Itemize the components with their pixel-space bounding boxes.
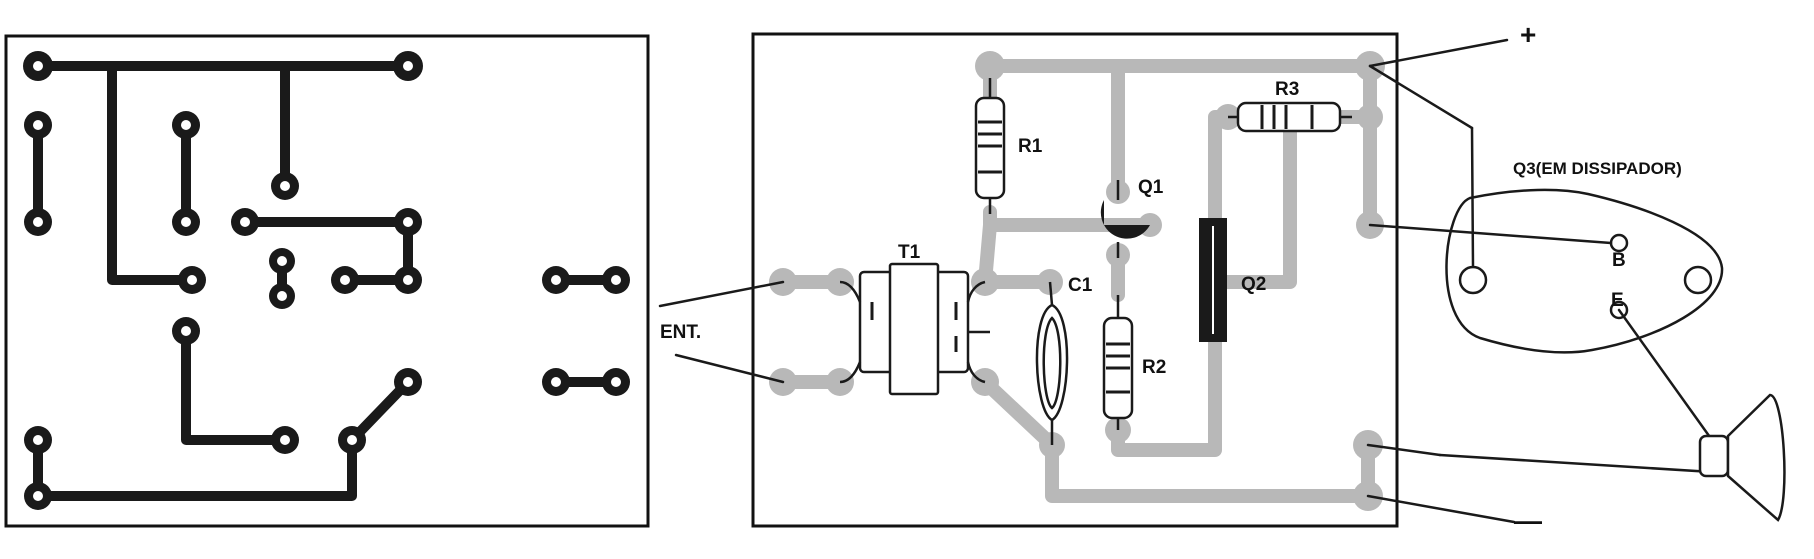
q1-label: Q1 <box>1138 177 1164 198</box>
q3-label: Q3(EM DISSIPADOR) <box>1513 159 1682 178</box>
resistor-r2 <box>1102 295 1134 430</box>
input-wiring <box>658 280 785 384</box>
t1-label: T1 <box>898 242 921 263</box>
transistor-q2 <box>1199 218 1227 342</box>
transformer-t1 <box>839 262 990 396</box>
pad <box>602 266 630 294</box>
input-label: ENT. <box>660 322 701 343</box>
base-lead-label: B <box>1612 250 1626 271</box>
pad <box>394 368 422 396</box>
trace-left-loop <box>107 61 197 285</box>
resistor-r3 <box>1228 101 1352 133</box>
trace-ground-bus <box>978 375 1375 503</box>
power-wiring <box>1366 38 1516 524</box>
pad <box>393 51 423 81</box>
resistor-r1 <box>974 78 1006 214</box>
pad <box>542 368 570 396</box>
r2-label: R2 <box>1142 357 1166 378</box>
pad <box>172 111 200 139</box>
emitter-lead-label: E <box>1611 290 1624 311</box>
r1-label: R1 <box>1018 136 1043 157</box>
trace-q2-link <box>1208 110 1297 289</box>
capacitor-c1 <box>1035 281 1069 445</box>
pad <box>24 208 52 236</box>
transistor-q3 <box>1368 126 1724 354</box>
trace-bottom-run <box>33 377 413 501</box>
pad <box>271 172 299 200</box>
pad <box>231 208 259 236</box>
copper-side-board <box>4 34 650 528</box>
pad <box>338 426 366 454</box>
pad <box>602 368 630 396</box>
pad <box>172 208 200 236</box>
pad <box>24 111 52 139</box>
left-board-pads <box>23 51 630 510</box>
pad <box>24 482 52 510</box>
pad <box>271 426 299 454</box>
pad <box>269 283 295 309</box>
c1-label: C1 <box>1068 275 1093 296</box>
positive-terminal-label: + <box>1520 19 1536 50</box>
pad <box>331 266 359 294</box>
pad <box>178 266 206 294</box>
q2-label: Q2 <box>1241 274 1266 295</box>
component-side-board: R1 Q1 R2 R3 <box>751 32 1399 528</box>
pad <box>23 51 53 81</box>
pad <box>269 248 295 274</box>
r3-label: R3 <box>1275 79 1299 100</box>
pad <box>24 426 52 454</box>
pad <box>394 208 422 236</box>
pad <box>542 266 570 294</box>
pad <box>975 51 1005 81</box>
loudspeaker <box>1438 308 1786 522</box>
transistor-q1 <box>1100 180 1150 258</box>
trace-lower-l <box>181 326 290 445</box>
pad <box>394 266 422 294</box>
pad <box>172 317 200 345</box>
negative-terminal-label: — <box>1514 505 1542 536</box>
pad <box>1357 104 1383 130</box>
trace-mid-loop <box>240 217 413 285</box>
